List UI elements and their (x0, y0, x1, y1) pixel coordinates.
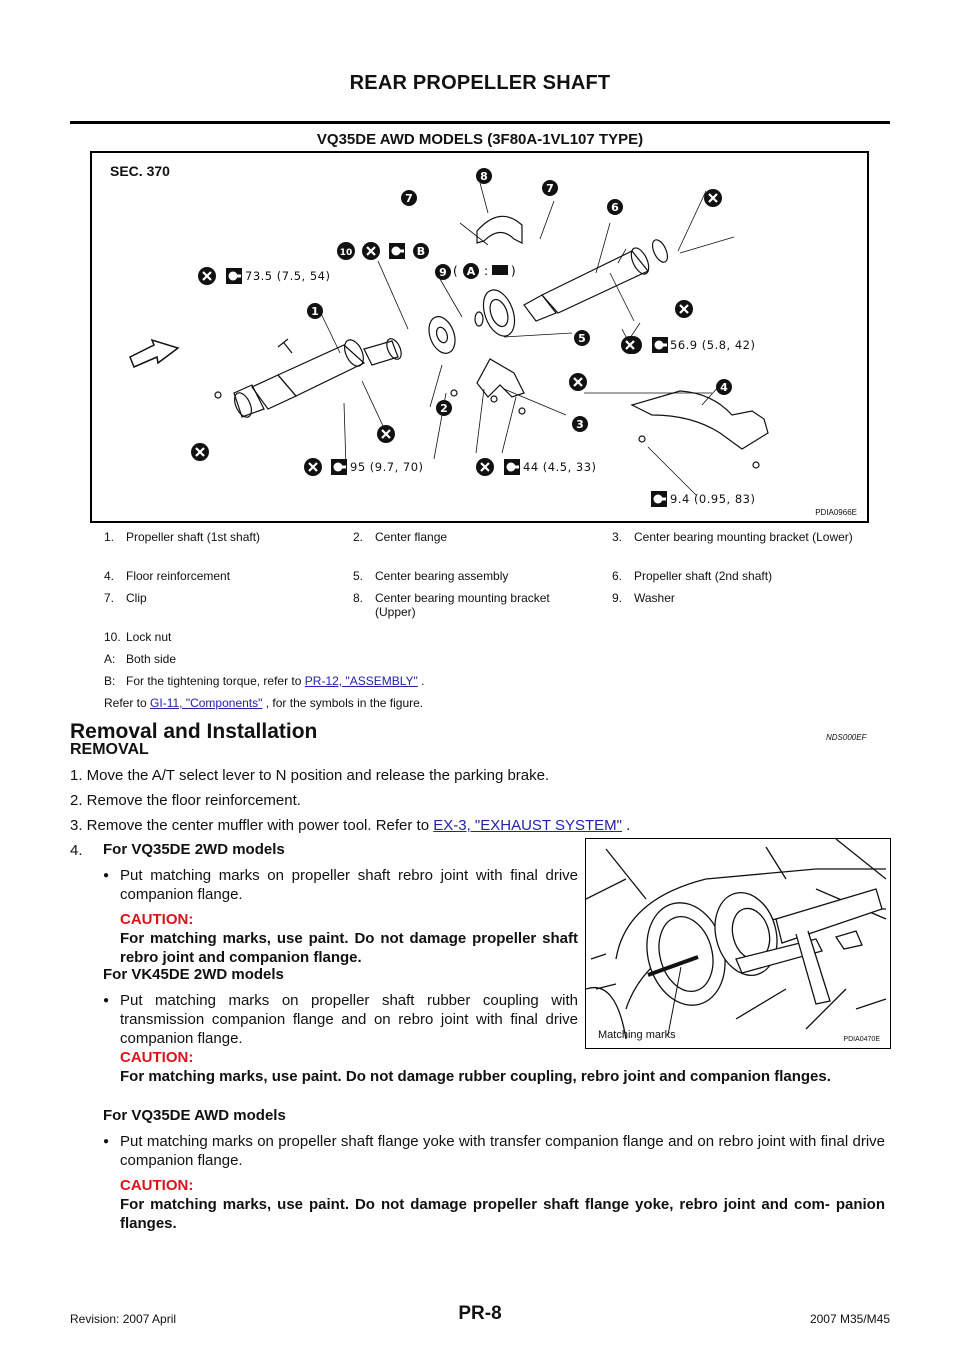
legend-item: 4.Floor reinforcement (104, 569, 231, 583)
torque-label: 9.4 (0.95, 83) (670, 492, 756, 506)
callout-b: B (413, 243, 429, 259)
step-2: 2. Remove the floor reinforcement. (70, 792, 301, 809)
revision-date: Revision: 2007 April (70, 1312, 177, 1326)
page-title: REAR PROPELLER SHAFT (349, 72, 611, 94)
model-heading-vq35de-awd: For VQ35DE AWD models (103, 1107, 286, 1124)
callout-3: 3 (572, 416, 588, 432)
exploded-view-figure: 1 2 3 4 5 6 7 7 8 9 10 A B (90, 151, 869, 523)
legend-item: 9.Washer (612, 591, 675, 605)
vehicle-model: 2007 M35/M45 (809, 1312, 890, 1326)
svg-text:9: 9 (439, 266, 447, 279)
callout-2: 2 (436, 400, 452, 416)
components-link[interactable]: GI-11, "Components" (150, 696, 263, 710)
svg-text:3: 3 (576, 418, 584, 431)
legend-item: 8.Center bearing mounting bracket (Upper… (353, 591, 550, 619)
legend-item: 10.Lock nut (104, 630, 172, 644)
legend-item: 5.Center bearing assembly (353, 569, 509, 583)
callout-7b: 7 (542, 180, 558, 196)
torque-label: 73.5 (7.5, 54) (245, 269, 331, 283)
legend-note-ref: Refer to GI-11, "Components" , for the s… (104, 696, 424, 710)
svg-text:4: 4 (720, 381, 728, 394)
section-code: NDS000EF (826, 733, 867, 742)
legend-item: 6.Propeller shaft (2nd shaft) (612, 569, 773, 583)
assembly-link[interactable]: PR-12, "ASSEMBLY" (304, 674, 418, 688)
svg-text:6: 6 (611, 201, 619, 214)
torque-label: 56.9 (5.8, 42) (670, 338, 756, 352)
figure-id: PDIA0470E (843, 1036, 880, 1043)
replace-every-time-icons (189, 187, 724, 478)
torque-label: 95 (9.7, 70) (350, 460, 424, 474)
legend-item: 1.Propeller shaft (1st shaft) (104, 530, 261, 544)
section-number-label: SEC. 370 (110, 163, 170, 179)
rebro-joint-illustration (586, 839, 887, 1040)
instruction-bullet: Put matching marks on propeller shaft ru… (103, 991, 578, 1048)
matching-marks-figure: Matching marks PDIA0470E (585, 838, 891, 1049)
title-divider (70, 121, 890, 124)
matching-marks-caption: Matching marks (598, 1029, 676, 1041)
svg-text:2: 2 (440, 402, 448, 415)
figure-id: PDIA0966E (815, 508, 857, 517)
callout-4: 4 (716, 379, 732, 395)
instruction-bullet: Put matching marks on propeller shaft fl… (103, 1132, 885, 1170)
model-heading-vk45de-2wd: For VK45DE 2WD models (103, 966, 284, 983)
legend-item: 2.Center flange (353, 530, 448, 544)
svg-text:10: 10 (340, 248, 353, 258)
caution-note: CAUTION:For matching marks, use paint. D… (120, 911, 578, 966)
svg-text:8: 8 (480, 170, 488, 183)
step-3: 3. Remove the center muffler with power … (70, 817, 631, 834)
removal-subheading: REMOVAL (70, 741, 149, 758)
legend-item: 7.Clip (104, 591, 147, 605)
caution-note: CAUTION:For matching marks, use paint. D… (120, 1049, 831, 1085)
svg-text::: : (484, 264, 488, 278)
svg-text:(: ( (453, 264, 458, 278)
callout-10: 10 (337, 242, 355, 260)
model-heading-vq35de-2wd: For VQ35DE 2WD models (103, 841, 285, 858)
legend-note-b: B:For the tightening torque, refer to PR… (104, 674, 425, 688)
callout-8: 8 (476, 168, 492, 184)
svg-text:7: 7 (546, 182, 554, 195)
svg-text:1: 1 (311, 305, 319, 318)
svg-text:5: 5 (578, 332, 586, 345)
exhaust-system-link[interactable]: EX-3, "EXHAUST SYSTEM" (433, 817, 622, 834)
propeller-shaft-diagram: 1 2 3 4 5 6 7 7 8 9 10 A B (129, 168, 769, 507)
step-4-number: 4. (70, 842, 83, 859)
caution-note: CAUTION:For matching marks, use paint. D… (120, 1177, 885, 1232)
legend-item: 3.Center bearing mounting bracket (Lower… (612, 530, 853, 544)
svg-text:B: B (417, 245, 425, 258)
instruction-bullet: Put matching marks on propeller shaft re… (103, 866, 578, 904)
section-heading: VQ35DE AWD MODELS (3F80A-1VL107 TYPE) (316, 131, 644, 148)
page-number: PR-8 (458, 1303, 502, 1324)
step-1: 1. Move the A/T select lever to N positi… (70, 767, 550, 784)
callout-6: 6 (607, 199, 623, 215)
removal-installation-heading: Removal and Installation (70, 720, 318, 743)
callout-9: 9 (435, 264, 451, 280)
callout-1: 1 (307, 303, 323, 319)
svg-text:7: 7 (405, 192, 413, 205)
callout-a: A (463, 263, 479, 279)
svg-text:): ) (511, 264, 516, 278)
svg-text:A: A (467, 265, 476, 278)
callout-7a: 7 (401, 190, 417, 206)
legend-note-a: A:Both side (104, 652, 177, 666)
torque-label: 44 (4.5, 33) (523, 460, 597, 474)
callout-5: 5 (574, 330, 590, 346)
